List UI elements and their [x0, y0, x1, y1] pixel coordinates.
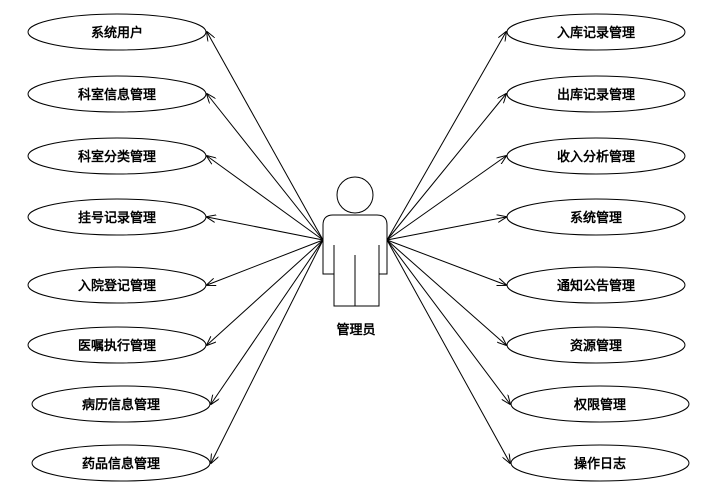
left-use-case-label: 病历信息管理	[82, 397, 160, 413]
left-use-case-ellipse	[27, 198, 207, 236]
right-use-case-label: 权限管理	[573, 397, 626, 413]
right-use-case-label: 系统管理	[570, 210, 622, 226]
right-association-line	[386, 239, 510, 463]
right-association-line	[386, 217, 506, 241]
left-use-case-label: 医嘱执行管理	[78, 338, 156, 354]
right-use-case-label: 收入分析管理	[557, 149, 635, 165]
right-use-case-label: 资源管理	[570, 338, 622, 354]
left-association-line	[207, 94, 324, 241]
left-use-case-label: 科室信息管理	[78, 87, 156, 103]
right-use-case-ellipse	[510, 444, 690, 482]
left-association-line	[207, 217, 324, 241]
right-use-case-ellipse	[506, 13, 686, 51]
actor: 管理员	[322, 176, 388, 338]
right-association-line	[386, 32, 506, 241]
right-association-line	[386, 239, 506, 285]
left-association-line	[211, 239, 324, 463]
left-association-line	[207, 239, 324, 285]
right-association-line	[386, 156, 506, 241]
left-use-case-label: 挂号记录管理	[78, 210, 156, 226]
left-use-case-ellipse	[27, 137, 207, 175]
left-use-case-ellipse	[27, 13, 207, 51]
right-use-case-label: 通知公告管理	[557, 278, 635, 294]
left-use-case-label: 入院登记管理	[78, 278, 156, 294]
left-association-line	[211, 239, 324, 404]
left-use-case-ellipse	[27, 266, 207, 304]
actor-label: 管理员	[336, 322, 375, 338]
actor-body	[322, 214, 388, 307]
left-use-case-label: 科室分类管理	[78, 149, 156, 165]
right-use-case-ellipse	[510, 385, 690, 423]
right-association-line	[386, 239, 510, 404]
left-use-case-ellipse	[31, 444, 211, 482]
actor-head	[336, 176, 374, 214]
left-use-case-ellipse	[27, 326, 207, 364]
use-cases: 系统用户科室信息管理科室分类管理挂号记录管理入院登记管理医嘱执行管理病历信息管理…	[27, 13, 690, 482]
left-use-case-ellipse	[31, 385, 211, 423]
left-association-line	[207, 156, 324, 241]
right-association-line	[386, 239, 506, 345]
right-association-line	[386, 94, 506, 241]
left-association-line	[207, 32, 324, 241]
right-use-case-ellipse	[506, 137, 686, 175]
left-use-case-ellipse	[27, 75, 207, 113]
left-association-line	[207, 239, 324, 345]
right-use-case-ellipse	[506, 266, 686, 304]
left-use-case-label: 系统用户	[91, 25, 143, 41]
right-use-case-ellipse	[506, 75, 686, 113]
right-use-case-ellipse	[506, 326, 686, 364]
right-use-case-label: 操作日志	[574, 456, 626, 472]
right-use-case-label: 入库记录管理	[557, 25, 635, 41]
left-use-case-label: 药品信息管理	[82, 456, 160, 472]
right-use-case-ellipse	[506, 198, 686, 236]
right-use-case-label: 出库记录管理	[557, 87, 635, 103]
association-lines	[207, 32, 510, 463]
